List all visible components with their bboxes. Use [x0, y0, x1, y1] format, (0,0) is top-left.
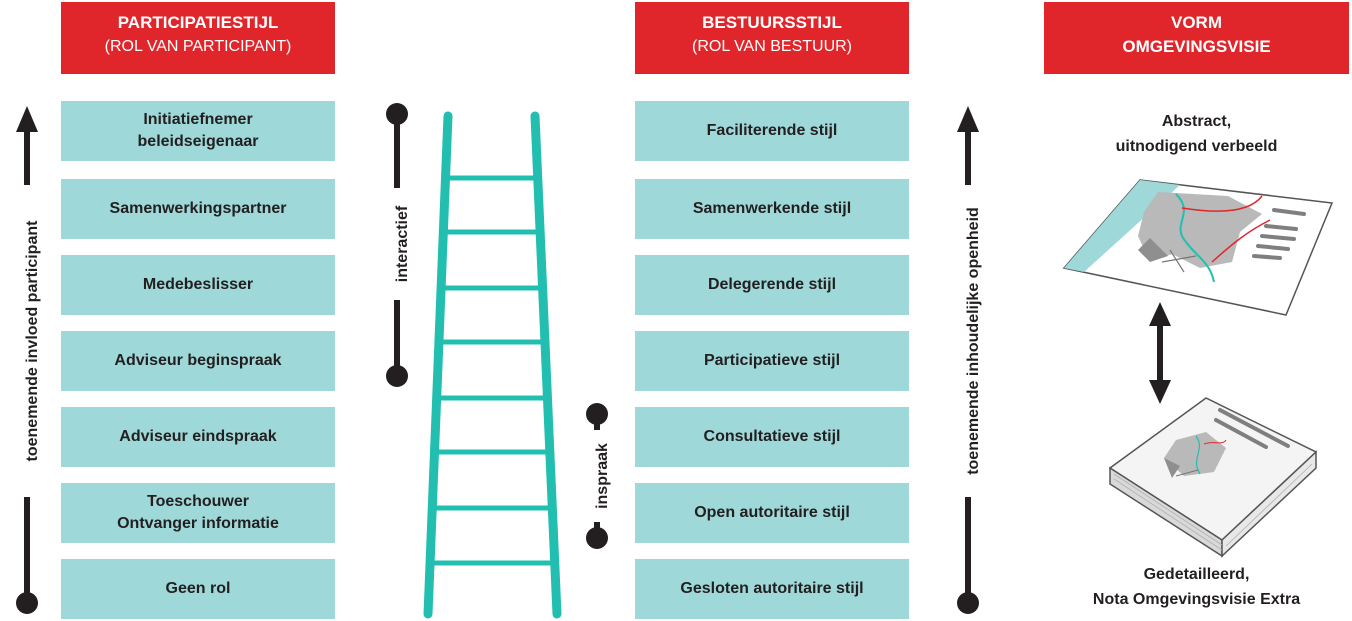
- governance-style-box: Consultatieve stijl: [635, 407, 909, 467]
- governance-style-box: Open autoritaire stijl: [635, 483, 909, 543]
- governance-style-box: Faciliterende stijl: [635, 101, 909, 161]
- governance-style-title: BESTUURSSTIJL: [702, 13, 842, 32]
- right-axis-label: toenemende inhoudelijke openheid: [963, 185, 985, 497]
- participant-role-box: Samenwerkingspartner: [61, 179, 335, 239]
- participant-role-line1: Geen rol: [165, 580, 231, 597]
- participant-role-box: Geen rol: [61, 559, 335, 619]
- governance-style-box: Gesloten autoritaire stijl: [635, 559, 909, 619]
- participant-role-line2: beleidseigenaar: [137, 133, 259, 150]
- abstract-caption-line2: uitnodigend verbeeld: [1115, 138, 1278, 155]
- participant-role-line1: Samenwerkingspartner: [109, 200, 287, 217]
- participant-role-line1: Adviseur beginspraak: [114, 352, 282, 369]
- governance-style-header: BESTUURSSTIJL (ROL VAN BESTUUR): [635, 2, 909, 74]
- vision-form-title-line1: VORM: [1171, 13, 1222, 32]
- participant-role-line1: Toeschouwer: [147, 493, 249, 510]
- map-illustration: [1062, 179, 1334, 316]
- governance-style-subtitle: (ROL VAN BESTUUR): [691, 38, 852, 55]
- participant-role-box: Medebeslisser: [61, 255, 335, 315]
- participant-role-line2: Ontvanger informatie: [117, 515, 279, 532]
- participation-style-header: PARTICIPATIESTIJL (ROL VAN PARTICIPANT): [61, 2, 335, 74]
- abstract-caption: Abstract, uitnodigend verbeeld: [1044, 109, 1349, 159]
- governance-style-label: Consultatieve stijl: [703, 428, 841, 445]
- vision-form-header: VORM OMGEVINGSVISIE: [1044, 2, 1349, 74]
- governance-style-label: Delegerende stijl: [707, 276, 837, 293]
- input-range-label: inspraak: [592, 430, 614, 522]
- participant-role-box: Toeschouwer Ontvanger informatie: [61, 483, 335, 543]
- governance-style-label: Participatieve stijl: [703, 352, 841, 369]
- ladder-illustration: [423, 111, 562, 619]
- participant-role-box: Initiatiefnemer beleidseigenaar: [61, 101, 335, 161]
- participant-role-line1: Adviseur eindspraak: [119, 428, 277, 445]
- double-arrow-icon: [1149, 302, 1171, 404]
- participation-style-title: PARTICIPATIESTIJL: [117, 13, 279, 32]
- participant-role-line1: Medebeslisser: [142, 276, 254, 293]
- book-illustration: [1108, 397, 1318, 558]
- governance-style-box: Participatieve stijl: [635, 331, 909, 391]
- participation-style-subtitle: (ROL VAN PARTICIPANT): [104, 38, 292, 55]
- governance-style-box: Samenwerkende stijl: [635, 179, 909, 239]
- participant-role-box: Adviseur eindspraak: [61, 407, 335, 467]
- detailed-caption: Gedetailleerd, Nota Omgevingsvisie Extra: [1044, 562, 1349, 612]
- interactive-range-label: interactief: [392, 188, 414, 300]
- vision-form-title-line2: OMGEVINGSVISIE: [1122, 37, 1271, 56]
- detailed-caption-line1: Gedetailleerd,: [1143, 566, 1250, 583]
- governance-style-label: Faciliterende stijl: [706, 122, 838, 139]
- abstract-caption-line1: Abstract,: [1161, 113, 1232, 130]
- governance-style-label: Samenwerkende stijl: [692, 200, 852, 217]
- governance-style-label: Gesloten autoritaire stijl: [680, 580, 864, 597]
- participant-role-line1: Initiatiefnemer: [143, 111, 253, 128]
- governance-style-box: Delegerende stijl: [635, 255, 909, 315]
- left-axis-label: toenemende invloed participant: [22, 185, 44, 497]
- participant-role-box: Adviseur beginspraak: [61, 331, 335, 391]
- governance-style-label: Open autoritaire stijl: [694, 504, 850, 521]
- detailed-caption-line2: Nota Omgevingsvisie Extra: [1092, 591, 1301, 608]
